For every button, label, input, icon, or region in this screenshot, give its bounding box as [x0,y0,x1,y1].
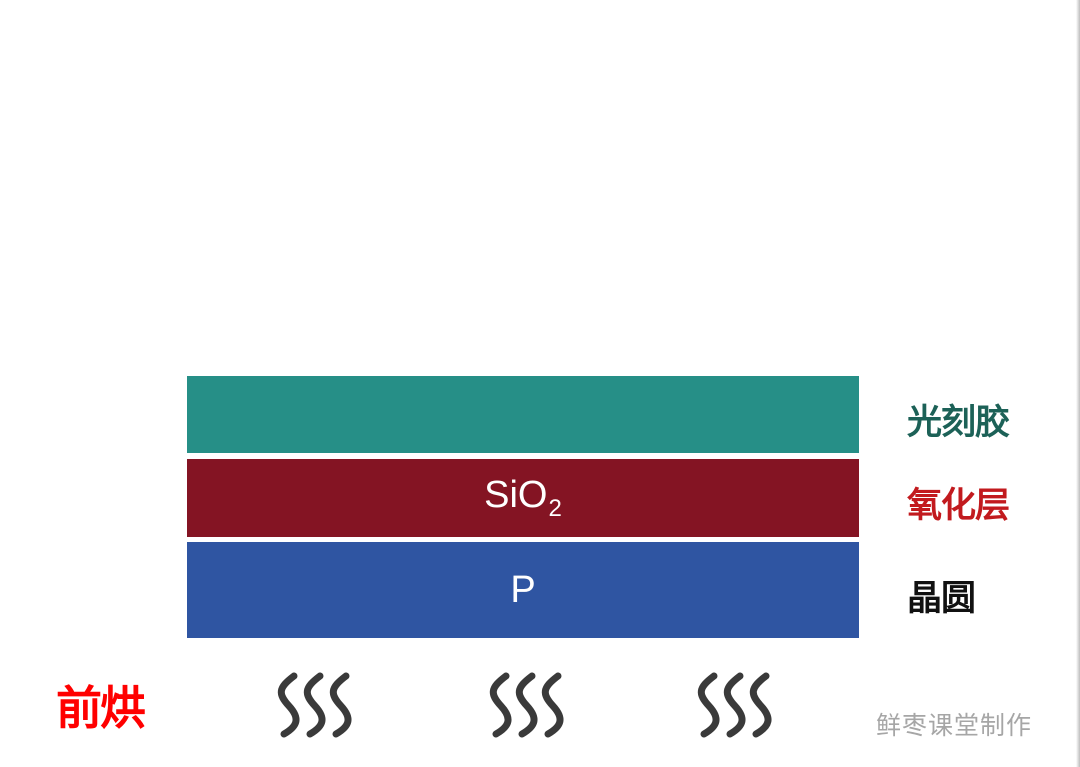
wafer-doping-label: P [510,568,536,611]
heat-wave-icon [697,672,772,738]
photoresist-label: 光刻胶 [907,403,1010,443]
oxide-label: 氧化层 [907,486,1010,526]
slide-edge [1076,0,1080,767]
process-title: 前烘 [56,681,146,735]
oxide-layer: SiO2 [187,459,859,537]
heat-wave-icon [277,672,352,738]
heat-wave-icon [489,672,564,738]
photoresist-layer [187,376,859,453]
oxide-formula: SiO2 [484,474,562,523]
wafer-label: 晶圆 [907,579,976,619]
oxide-formula-main: SiO [484,473,548,516]
wafer-layer: P [187,542,859,638]
oxide-formula-subscript: 2 [548,494,562,522]
credit-text: 鲜枣课堂制作 [876,711,1033,740]
